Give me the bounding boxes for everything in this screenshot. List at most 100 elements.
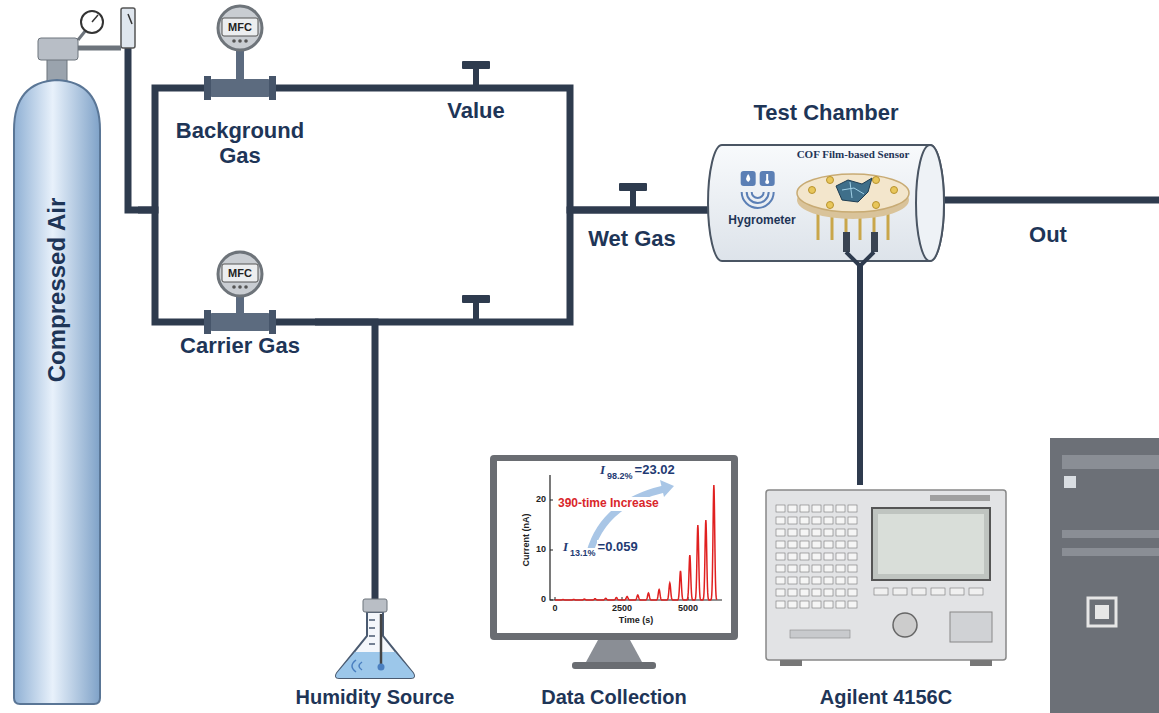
flowmeter-needle (128, 14, 132, 24)
electrode-pad (873, 202, 880, 209)
thermometer-bulb (378, 664, 385, 671)
instrument-key (848, 529, 857, 536)
instrument-key (824, 601, 833, 608)
hygrometer-icon (741, 171, 756, 186)
shape-group (708, 145, 944, 261)
illustration-part (1064, 476, 1076, 488)
valve-stem (473, 302, 479, 322)
shape-group (336, 595, 414, 678)
flow-controller: MFCCarrier Gas (165, 250, 315, 362)
instrument-panel (950, 612, 992, 642)
flange (204, 76, 211, 100)
cylinder-body (14, 80, 100, 704)
instrument-key (800, 553, 809, 560)
node-label: Compressed Air (43, 198, 71, 383)
instrument-key (848, 517, 857, 524)
node-label: Test Chamber (753, 100, 898, 125)
wire-plug (843, 232, 850, 252)
hygrometer-icon (760, 171, 775, 186)
computer-tower (1050, 438, 1159, 713)
illustration-part (1088, 598, 1116, 626)
hygrometer: Hygrometer (724, 168, 799, 234)
water (336, 652, 414, 678)
signal-arc (747, 192, 769, 203)
instrument-key (848, 565, 857, 572)
gas-pipe (138, 88, 161, 210)
instrument-key (776, 517, 785, 524)
chamber-body (708, 145, 944, 261)
instrument-key (800, 541, 809, 548)
instrument-key (776, 505, 785, 512)
instrument-foot (970, 660, 992, 666)
signal-cable (857, 265, 863, 485)
instrument-key (824, 529, 833, 536)
instrument-key (848, 541, 857, 548)
instrument-key (776, 577, 785, 584)
analyzer-instrument-shape (760, 485, 1012, 711)
valve-handle (462, 295, 490, 303)
instrument-key (812, 589, 821, 596)
electrode-pad (873, 177, 880, 184)
flow-controller: MFCBackground Gas (161, 4, 319, 196)
node-label: Data Collection (541, 686, 687, 709)
monitor-base (572, 662, 656, 669)
thermo-glyph (765, 180, 769, 184)
shape-group (14, 8, 138, 704)
instrument-key (800, 601, 809, 608)
instrument-key (893, 588, 907, 595)
instrument-key (800, 577, 809, 584)
gas-pipe (315, 322, 375, 595)
regulator-pipe (78, 46, 121, 51)
instrument-logo (930, 495, 990, 501)
instrument-key (848, 505, 857, 512)
shape-group (797, 174, 909, 266)
instrument-key (848, 601, 857, 608)
flowmeter-tube (121, 8, 135, 48)
instrument-key (812, 529, 821, 536)
illustration-part (1062, 530, 1159, 538)
gauge-needle (92, 15, 98, 22)
instrument-key (812, 601, 821, 608)
meter-dot (244, 39, 248, 43)
cylinder-neck (47, 58, 67, 82)
droplet-glyph (746, 174, 750, 182)
humidity-flask: Humidity Source (290, 595, 460, 711)
instrument-key (776, 553, 785, 560)
gas-pipe (319, 88, 708, 210)
shape-group (741, 171, 775, 208)
meter-dot (232, 285, 236, 289)
instrument-key (776, 529, 785, 536)
chamber-end (916, 145, 944, 261)
meter-dot (244, 285, 248, 289)
test-chamber: Test ChamberCOF Film-based SensorHygrome… (708, 98, 945, 265)
vapor-mark (352, 660, 362, 672)
flange (269, 76, 276, 100)
meter-dial (218, 6, 262, 50)
instrument-key (776, 541, 785, 548)
instrument-key (800, 565, 809, 572)
monitor-frame (490, 455, 738, 640)
illustration-part (1095, 605, 1109, 619)
instrument-key (788, 589, 797, 596)
instrument-key (776, 601, 785, 608)
pipe (128, 46, 138, 210)
meter-dot (232, 39, 236, 43)
stopper (363, 599, 387, 612)
illustration-part (1062, 548, 1159, 556)
display-text: MFC (228, 267, 252, 280)
instrument-key (824, 517, 833, 524)
instrument-key (836, 589, 845, 596)
instrument-key (788, 577, 797, 584)
instrument-key (812, 517, 821, 524)
outlet-pipe (940, 197, 1159, 204)
instrument-key (812, 577, 821, 584)
instrument-key (788, 505, 797, 512)
flange (269, 310, 276, 334)
meter-dial (218, 252, 262, 296)
meter-display (222, 264, 258, 282)
instrument-key (912, 588, 926, 595)
instrument-key (950, 588, 964, 595)
valve-stem (473, 68, 479, 88)
instrument-key (812, 541, 821, 548)
